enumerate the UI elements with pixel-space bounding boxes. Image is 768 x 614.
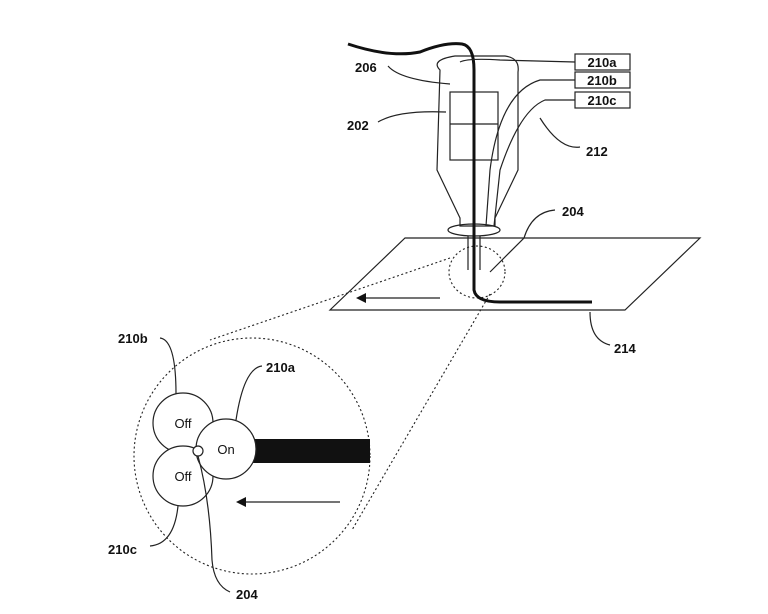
printhead-body [436,55,519,227]
label-210c-box: 210c [588,93,617,108]
zoom-connector [209,257,451,341]
label-206: 206 [355,60,377,75]
label-204-zoom: 204 [236,587,258,602]
label-box-210c [574,91,631,109]
zoom-connector [351,293,491,531]
label-210b-box: 210b [587,73,617,88]
nozzle-a-state: On [217,442,234,457]
leader-204-top [489,209,556,273]
leader-214 [589,311,611,346]
leader-212 [539,117,581,148]
label-box-210a [574,53,631,71]
label-210a-box: 210a [588,55,618,70]
extruded-bead [250,439,370,463]
center-point-204 [192,445,204,457]
label-210a-zoom: 210a [266,360,296,375]
filament-line [485,79,575,227]
label-212: 212 [586,144,608,159]
filament-line [347,42,592,304]
leader-204-zoom [197,455,231,593]
filament-line [459,58,576,63]
build-platform [328,237,702,311]
nozzle-b-state: Off [174,416,191,431]
filament-line [493,99,575,227]
leader-210b-zoom [159,337,177,395]
label-box-210b [574,71,631,89]
label-204-top: 204 [562,204,584,219]
label-210c-zoom: 210c [108,542,137,557]
leader-210c-zoom [149,505,179,547]
nozzle-c-state: Off [174,469,191,484]
zoom-motion-arrow-head [236,497,246,507]
leader-206 [387,65,451,85]
zoom-region [448,245,506,299]
label-214: 214 [614,341,636,356]
leader-210a-zoom [235,365,263,421]
label-210b-zoom: 210b [118,331,148,346]
motion-arrow-head [356,293,366,303]
label-202: 202 [347,118,369,133]
leader-202 [377,111,447,123]
